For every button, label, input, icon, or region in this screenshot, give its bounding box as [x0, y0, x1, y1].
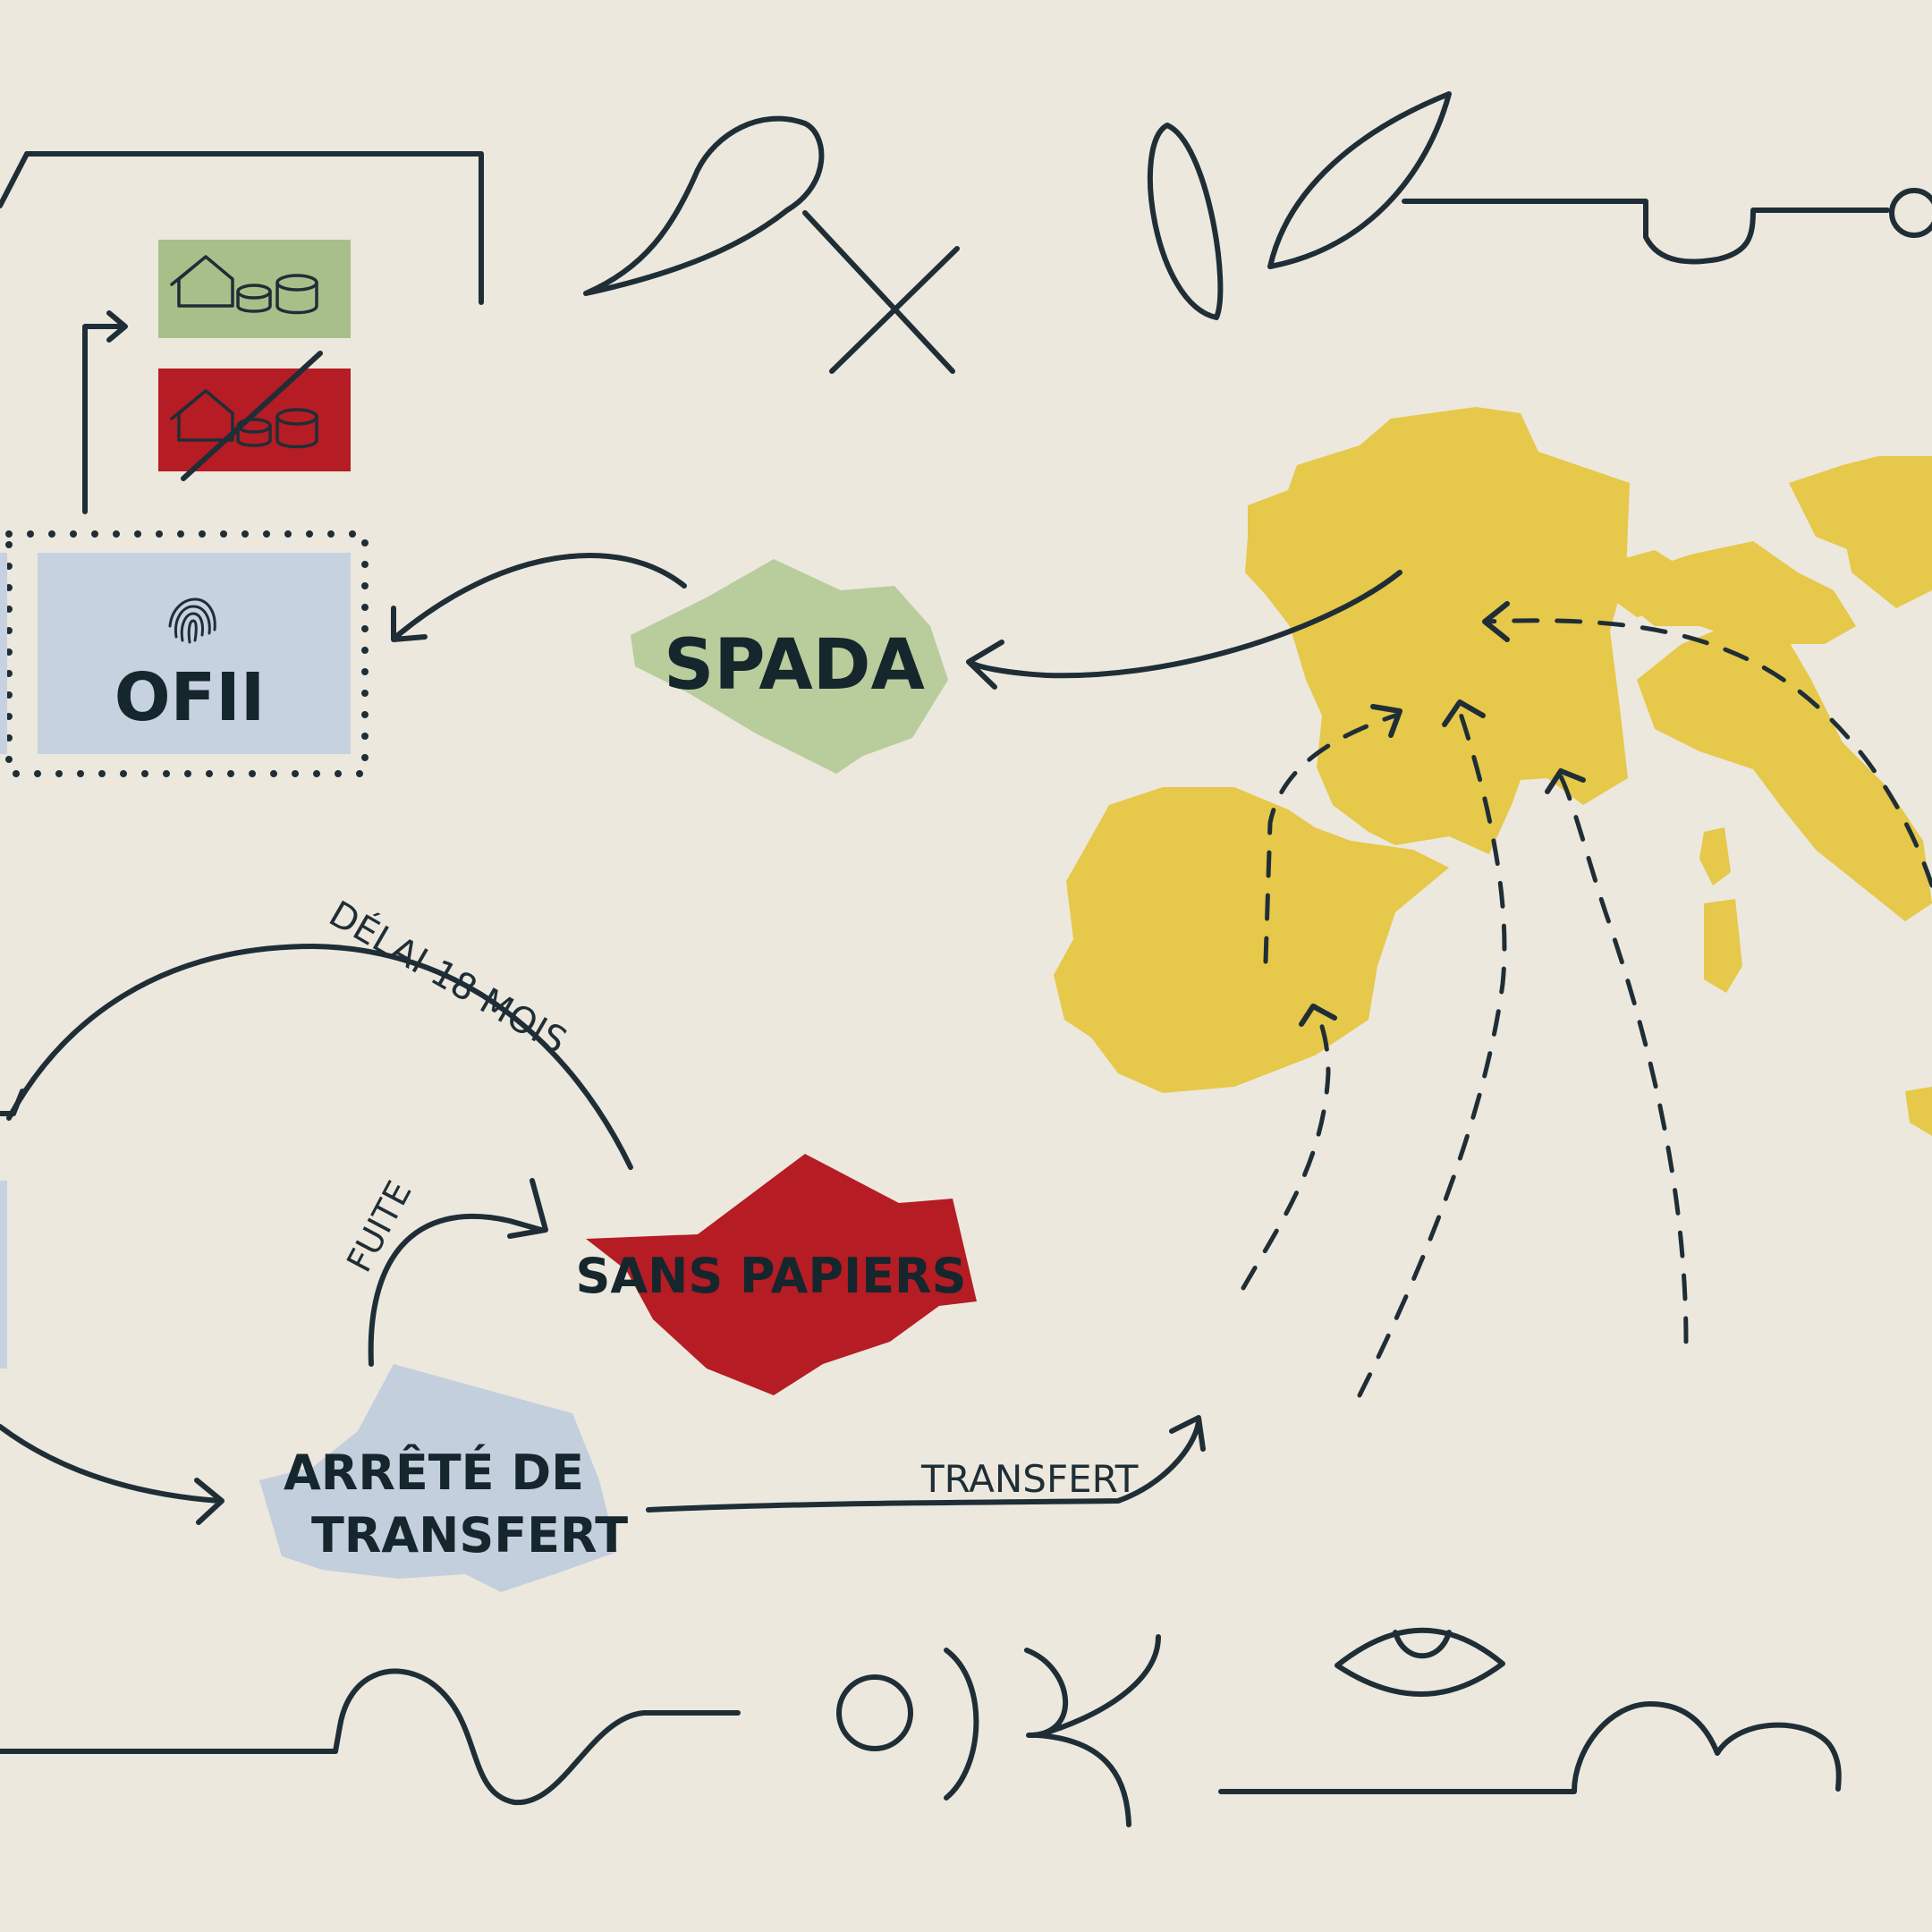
leaf-comma-symbol	[583, 115, 825, 296]
spada-group: SPADA	[391, 553, 1402, 774]
map-italy	[1637, 626, 1932, 921]
to-arrete-arrow	[0, 1424, 225, 1525]
eye-icon	[1335, 1627, 1505, 1697]
map-corsica	[1699, 827, 1731, 886]
k-symbol	[1024, 1634, 1161, 1827]
fuite-arrow	[368, 1178, 548, 1367]
map-germany	[1610, 541, 1856, 644]
ring-symbol	[836, 1674, 913, 1751]
dashed-arrow-south-3	[1241, 1004, 1331, 1291]
ofii-label: OFII	[114, 659, 266, 736]
ofii-box	[38, 553, 351, 754]
bottom-wave-line	[0, 1668, 741, 1806]
circle-symbol	[1889, 188, 1932, 238]
sans-papiers-box	[586, 1154, 977, 1395]
fuite-label: FUITE	[339, 1174, 419, 1278]
benefit-panel	[82, 240, 351, 514]
cross-symbol	[802, 210, 960, 374]
ofii-group: OFII	[0, 530, 369, 777]
dashed-arrows	[1241, 601, 1932, 1398]
house-coins-icon	[170, 255, 318, 315]
bottom-hump-line	[1218, 1701, 1842, 1794]
spada-to-ofii-arrow	[391, 553, 687, 642]
top-frame	[0, 91, 1932, 374]
bracket-line-symbol	[1402, 199, 1890, 265]
oval-leaf-symbol	[1147, 123, 1224, 320]
sans-papiers-group: SANS PAPIERS FUITE	[339, 1154, 977, 1395]
leaf-symbol	[1267, 91, 1452, 269]
transfert-label: TRANSFERT	[920, 1457, 1139, 1501]
spada-box	[631, 559, 948, 774]
dashed-arrow-italy	[1482, 618, 1932, 888]
map-scandinavia-edge	[1843, 474, 1932, 537]
map-sardinia	[1704, 899, 1742, 993]
transfert-arrow	[646, 1415, 1206, 1513]
arrete-line2: TRANSFERT	[311, 1507, 628, 1563]
strike-line	[181, 351, 323, 481]
arrete-box	[259, 1364, 617, 1592]
map-sicily	[1905, 1087, 1932, 1136]
delai-group: DÉLAI 18 MOIS	[0, 892, 633, 1368]
spada-label: SPADA	[664, 625, 925, 706]
ofii-dotted-frame	[5, 530, 369, 777]
delai-label: DÉLAI 18 MOIS	[322, 892, 574, 1063]
arrete-line1: ARRÊTÉ DE	[284, 1445, 584, 1501]
left-blue-edge	[0, 553, 7, 754]
dashed-arrow-south-1	[1357, 708, 1507, 1398]
top-frame-line	[0, 151, 484, 305]
bracket-symbol	[944, 1648, 979, 1801]
france-to-spada-arrow	[966, 570, 1402, 690]
dashed-arrow-south-2	[1558, 774, 1689, 1344]
benefit-granted-box	[158, 240, 351, 338]
fingerprint-icon	[168, 597, 216, 644]
europe-map	[1054, 407, 1932, 1136]
benefit-arrow	[82, 310, 128, 514]
dashed-arrow-spain	[1263, 713, 1398, 964]
map-france	[1245, 407, 1630, 854]
sans-papiers-label: SANS PAPIERS	[575, 1248, 966, 1304]
left-blue-edge-2	[0, 1181, 7, 1368]
bottom-frame	[0, 1627, 1842, 1827]
delai-arc	[6, 944, 633, 1170]
map-iberia	[1054, 787, 1449, 1093]
arrete-group: ARRÊTÉ DE TRANSFERT TRANSFERT	[0, 1364, 1206, 1592]
